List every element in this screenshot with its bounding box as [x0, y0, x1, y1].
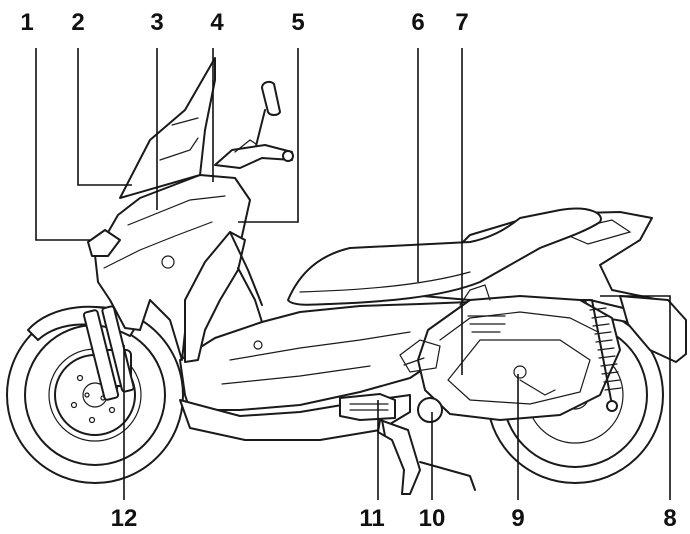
leader-lines — [35, 48, 671, 500]
callout-7: 7 — [455, 9, 468, 36]
callout-9: 9 — [511, 505, 524, 532]
leader-1 — [35, 48, 90, 241]
callout-1: 1 — [20, 9, 33, 36]
seat — [287, 207, 602, 306]
footrest-assembly — [339, 393, 396, 421]
headlight — [87, 229, 121, 257]
callout-3: 3 — [150, 9, 163, 36]
engine-lower — [399, 339, 443, 423]
leg-shield — [184, 231, 246, 363]
callout-11: 11 — [359, 505, 384, 532]
callout-5: 5 — [291, 9, 304, 36]
front-wheel — [6, 306, 184, 484]
rear-shock — [589, 299, 622, 412]
leader-8 — [600, 295, 671, 500]
callout-2: 2 — [71, 9, 84, 36]
leader-2 — [77, 48, 132, 186]
scooter-illustration — [6, 57, 687, 495]
callout-8: 8 — [663, 505, 676, 532]
stand — [377, 419, 476, 495]
callout-12: 12 — [111, 505, 138, 532]
frame-tunnel — [237, 267, 263, 323]
engine-unit — [417, 284, 621, 421]
callout-4: 4 — [210, 9, 224, 36]
windshield — [119, 57, 216, 199]
leader-5 — [238, 48, 299, 223]
callout-6: 6 — [411, 9, 424, 36]
callout-labels: 1 2 3 4 5 6 7 8 9 10 11 12 — [20, 9, 676, 532]
callout-10: 10 — [419, 505, 446, 532]
mirror — [254, 80, 281, 151]
handlebar — [214, 139, 294, 169]
